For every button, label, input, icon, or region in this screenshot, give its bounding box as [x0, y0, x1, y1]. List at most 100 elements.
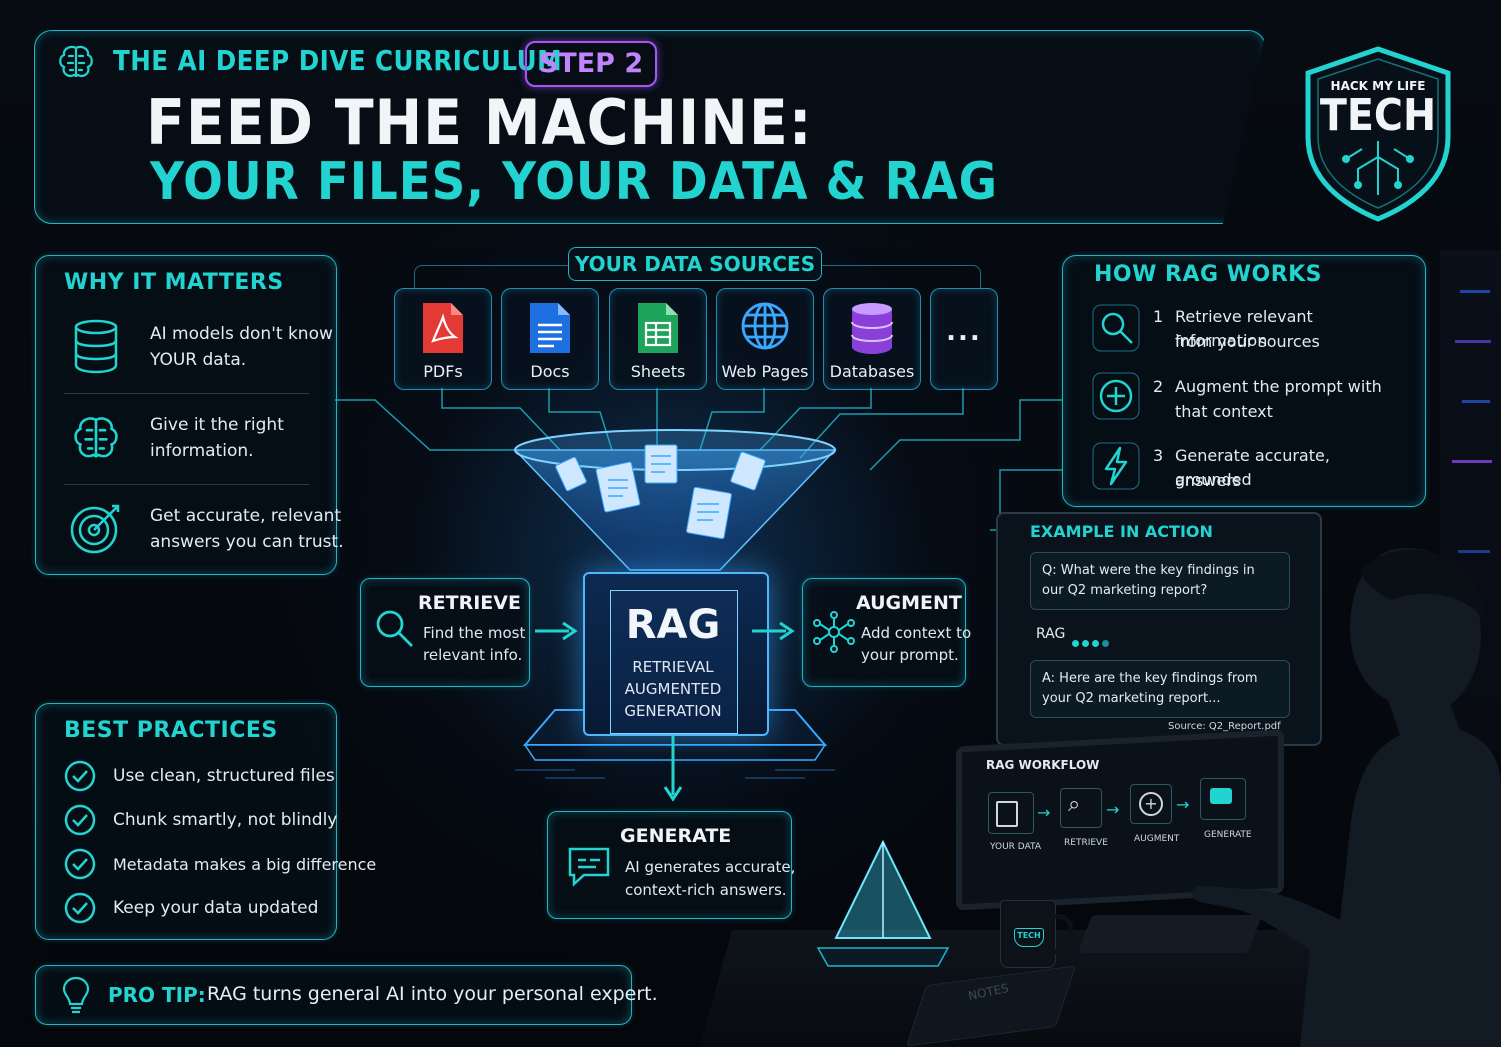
tip-label: PRO TIP:	[108, 983, 206, 1007]
why-item-2-line1: Give it the right	[150, 415, 284, 435]
glowing-pyramid	[816, 839, 950, 967]
why-divider-1	[64, 393, 309, 394]
example-question-box	[1030, 552, 1290, 610]
funnel-graphic	[513, 429, 837, 571]
chat-bubble-icon	[1210, 788, 1232, 804]
best-item-1: Use clean, structured files	[113, 766, 335, 786]
brain-icon	[59, 45, 93, 78]
workflow-step-augment-box	[1130, 784, 1172, 824]
source-docs[interactable]: Docs	[501, 288, 599, 390]
arrow-right-icon	[535, 621, 578, 641]
lightbulb-icon	[62, 976, 90, 1014]
check-circle-icon	[64, 804, 96, 836]
retrieve-title: RETRIEVE	[418, 592, 521, 614]
why-divider-2	[64, 484, 309, 485]
workflow-step-retrieve-box	[1060, 788, 1102, 828]
why-item-1-line2: YOUR data.	[150, 350, 247, 370]
arrow-right-icon	[752, 621, 795, 641]
sources-title-box: YOUR DATA SOURCES	[568, 247, 822, 281]
source-pdfs[interactable]: PDFs	[394, 288, 492, 390]
best-item-4: Keep your data updated	[113, 898, 319, 918]
search-icon: ⌕	[1068, 792, 1081, 817]
chat-bubble-icon	[568, 847, 610, 887]
source-web-pages[interactable]: Web Pages	[716, 288, 814, 390]
generate-title: GENERATE	[620, 825, 732, 847]
retrieve-line1: Find the most	[423, 624, 526, 642]
header-panel	[34, 30, 1266, 224]
best-title: BEST PRACTICES	[64, 718, 278, 743]
globe-icon	[741, 302, 789, 350]
best-item-2: Chunk smartly, not blindly	[113, 810, 338, 830]
rag-core-sub2: AUGMENTED	[624, 680, 722, 698]
search-icon	[376, 610, 413, 647]
mug-logo: TECH	[1014, 928, 1044, 947]
example-answer-line2: your Q2 marketing report...	[1042, 691, 1221, 706]
target-icon	[70, 504, 120, 554]
logo-main-text: TECH	[1319, 90, 1437, 141]
workflow-title: RAG WORKFLOW	[986, 758, 1100, 772]
brain-icon	[74, 417, 118, 458]
why-title: WHY IT MATTERS	[64, 270, 284, 295]
loading-dots	[1072, 632, 1109, 651]
person-silhouette	[1190, 548, 1501, 1047]
check-circle-icon	[64, 760, 96, 792]
tip-text: RAG turns general AI into your personal …	[207, 983, 658, 1005]
tip-panel	[35, 965, 632, 1025]
workflow-step-augment: AUGMENT	[1134, 834, 1180, 844]
example-rag-label: RAG	[1036, 626, 1066, 642]
augment-line1: Add context to	[861, 624, 972, 642]
why-item-3-line2: answers you can trust.	[150, 532, 344, 552]
augment-title: AUGMENT	[856, 592, 962, 614]
page-title-line1: FEED THE MACHINE:	[146, 86, 813, 159]
best-item-3: Metadata makes a big difference	[113, 855, 377, 874]
sheet-file-icon	[638, 303, 678, 353]
curriculum-label: THE AI DEEP DIVE CURRICULUM	[113, 44, 563, 77]
search-icon	[1092, 304, 1140, 352]
example-question-line1: Q: What were the key findings in	[1042, 563, 1255, 578]
workflow-arrow-1: →	[1037, 803, 1051, 822]
page-title-line2: YOUR FILES, YOUR DATA & RAG	[150, 152, 998, 212]
rag-core-sub1: RETRIEVAL	[632, 658, 714, 676]
generate-line2: context-rich answers.	[625, 881, 787, 899]
workflow-step-data-box	[988, 792, 1034, 834]
why-item-3-line1: Get accurate, relevant	[150, 506, 342, 526]
lightning-icon	[1092, 442, 1140, 490]
source-sheets[interactable]: Sheets	[609, 288, 707, 390]
more-dots-icon: ...	[946, 317, 982, 347]
sources-title: YOUR DATA SOURCES	[574, 252, 816, 276]
rag-core-face	[610, 590, 738, 734]
example-question-line2: our Q2 marketing report?	[1042, 583, 1208, 598]
step-badge: STEP 2	[525, 41, 657, 87]
source-databases[interactable]: Databases	[823, 288, 921, 390]
workflow-step-generate: GENERATE	[1204, 830, 1252, 840]
tech-shield-logo	[1305, 46, 1451, 222]
plus-circle-icon	[1092, 372, 1140, 420]
example-title: EXAMPLE IN ACTION	[1030, 522, 1213, 541]
check-circle-icon	[64, 892, 96, 924]
why-panel	[35, 255, 337, 575]
database-icon	[74, 319, 118, 374]
augment-line2: your prompt.	[861, 646, 959, 664]
example-answer-line1: A: Here are the key findings from	[1042, 671, 1258, 686]
workflow-arrow-3: →	[1176, 795, 1190, 814]
file-stack-icon	[996, 801, 1018, 827]
workflow-step-data: YOUR DATA	[990, 842, 1041, 852]
workflow-step-retrieve: RETRIEVE	[1064, 838, 1108, 848]
rag-core-title: RAG	[625, 602, 721, 648]
generate-panel	[547, 811, 792, 919]
mug-handle	[1050, 914, 1073, 954]
check-circle-icon	[64, 848, 96, 880]
generate-line1: AI generates accurate,	[625, 858, 796, 876]
retrieve-line2: relevant info.	[423, 646, 523, 664]
workflow-arrow-2: →	[1106, 800, 1120, 819]
example-source: Source: Q2_Report.pdf	[1168, 721, 1281, 732]
plus-circle-icon: +	[1139, 792, 1163, 816]
doc-file-icon	[530, 303, 570, 353]
retrieve-panel	[360, 578, 530, 687]
arrow-down-icon	[663, 735, 683, 802]
example-answer-box	[1030, 660, 1290, 718]
how-title: HOW RAG WORKS	[1094, 262, 1323, 287]
source-more[interactable]: ...	[930, 288, 998, 390]
network-icon	[813, 611, 855, 653]
